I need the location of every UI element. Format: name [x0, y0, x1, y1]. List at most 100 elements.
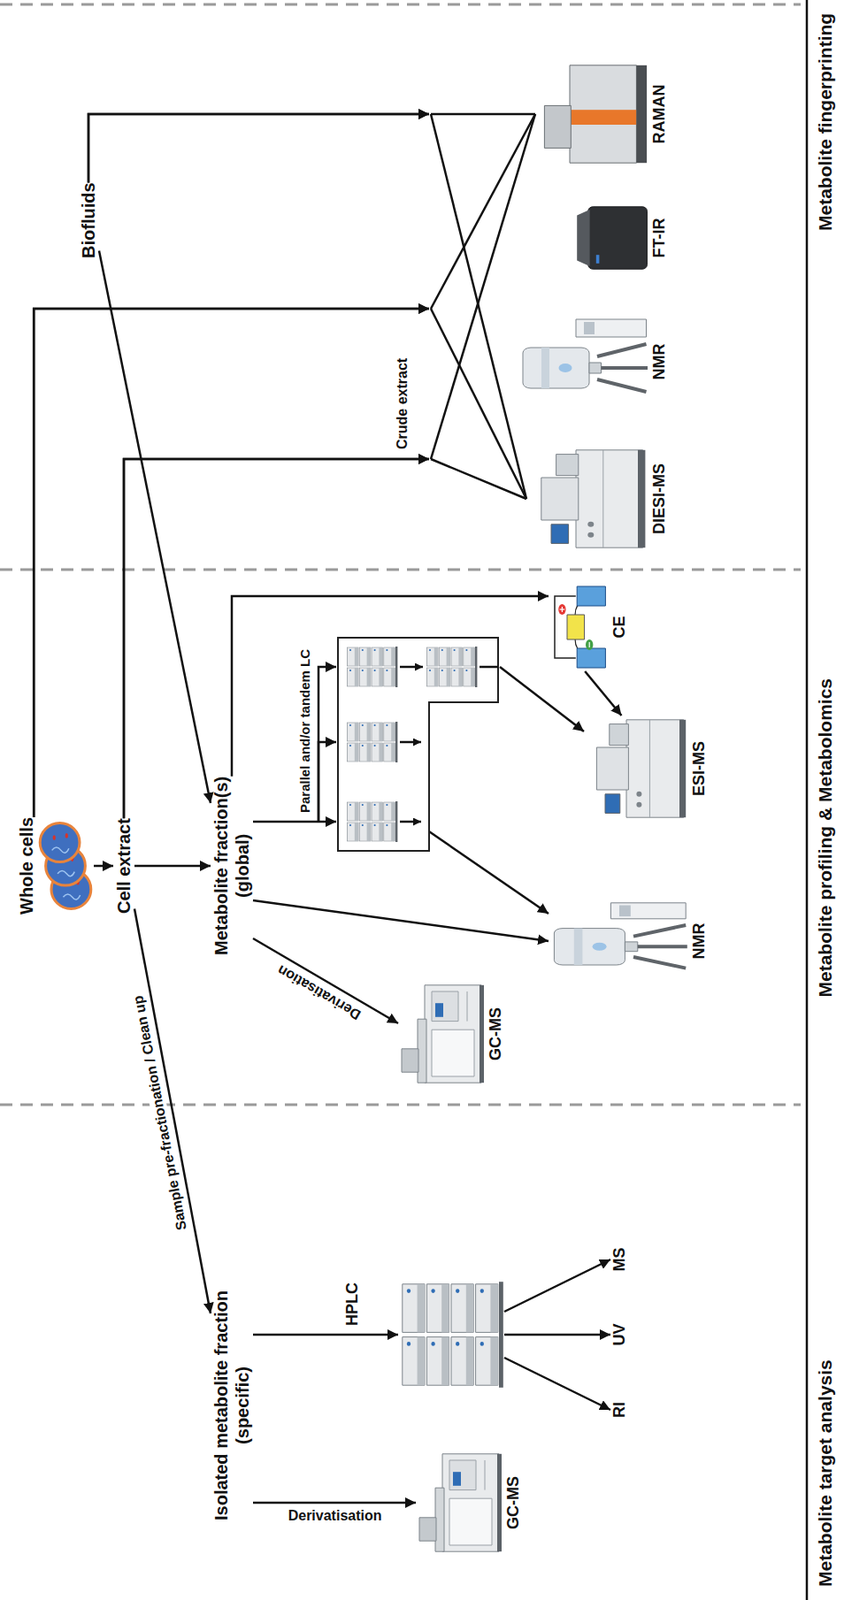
connector-line [430, 114, 536, 309]
hplc-module-front [367, 743, 371, 762]
hplc-indicator [361, 724, 364, 727]
raman-body [569, 65, 637, 163]
baseline-rule [805, 0, 809, 1600]
hplc-module-front [354, 722, 359, 742]
ms-knob [587, 532, 594, 538]
hplc-module [346, 667, 359, 687]
node-text: Parallel and/or tandem LC [297, 649, 314, 814]
raman-head [544, 105, 571, 148]
hplc-module [346, 647, 359, 667]
nmr-stem [589, 362, 602, 374]
hplc-module-front [441, 1284, 449, 1334]
connector [33, 114, 536, 818]
connector-line [253, 820, 337, 824]
nmr-leg [633, 925, 686, 937]
connector-line [253, 938, 399, 1024]
connector [99, 250, 211, 804]
connector-line [504, 1259, 611, 1313]
node-text: NMR [650, 317, 670, 407]
hplc-indicator [385, 824, 388, 827]
hplc-indicator [361, 804, 364, 806]
hplc-module-front [378, 802, 383, 821]
node-text: RI [610, 1402, 630, 1419]
autosampler [419, 1518, 437, 1542]
hplc-indicator [361, 669, 364, 672]
cell-detail [62, 894, 80, 900]
hplc-module-front [354, 822, 359, 842]
ms-body [575, 450, 644, 548]
connector [253, 1335, 399, 1336]
source-box: Biofluids [77, 182, 100, 259]
ms-knob [587, 521, 594, 528]
oven-door [431, 1029, 475, 1077]
connector-line [318, 742, 337, 822]
connector [253, 1503, 416, 1504]
lc-instrument [346, 801, 398, 843]
connector [134, 909, 211, 1314]
nmr-band [574, 928, 584, 966]
connector [584, 671, 622, 716]
hplc-module [383, 647, 396, 667]
hplc-module [383, 722, 396, 742]
hplc-module [463, 667, 476, 687]
hplc-indicator [455, 1342, 460, 1347]
lc-arrow [399, 666, 423, 669]
hplc-module-front [367, 722, 371, 742]
hplc-module [359, 722, 371, 742]
nmr-leg [637, 944, 688, 949]
hplc-indicator [349, 744, 352, 747]
hplc-module-front [434, 647, 438, 667]
connector-line [504, 1358, 611, 1411]
instrument-node: ESI-MS [583, 715, 710, 822]
connector-line [99, 250, 211, 804]
connector-line [430, 114, 527, 499]
hplc-indicator [406, 1289, 411, 1294]
hplc-base [395, 721, 398, 763]
connector-line [88, 114, 430, 184]
hplc-indicator [453, 649, 456, 652]
hplc-module [426, 1284, 449, 1334]
hplc-module [346, 802, 359, 821]
ms-upper-module [596, 747, 629, 791]
hplc-indicator [361, 649, 364, 652]
node-text: Whole cells [15, 817, 38, 915]
hplc-indicator [465, 669, 468, 672]
node-subtext: (specific) [231, 1290, 254, 1521]
node-text: UV [610, 1323, 630, 1346]
hplc-module [371, 743, 384, 762]
instrument-node: GC-MS [415, 1450, 524, 1557]
hplc-module [383, 822, 396, 842]
hplc-base [395, 801, 398, 843]
hplc-module [346, 722, 359, 742]
cell-body [39, 823, 80, 863]
connector [123, 114, 536, 819]
hplc-module-front [434, 667, 438, 687]
lc-instrument [346, 646, 398, 688]
connector-line [253, 1334, 399, 1337]
hplc-indicator [441, 649, 444, 652]
nmr-console [610, 903, 686, 920]
cell-detail [57, 870, 75, 876]
hplc-module [402, 1337, 425, 1387]
gcms-illustration [415, 1450, 505, 1557]
ce-electrode-negative [585, 639, 593, 651]
gcms-illustration [398, 981, 487, 1088]
hplc-indicator [385, 744, 388, 747]
connector-line [33, 308, 430, 818]
ftir-top [576, 209, 590, 267]
display [435, 1003, 444, 1018]
hplc-module-front [354, 802, 359, 821]
hplc-indicator [429, 649, 431, 652]
node-text: Biofluids [77, 182, 100, 259]
hplc-module-front [367, 802, 371, 821]
node-text: MS [610, 1248, 630, 1273]
hplc-module-front [458, 667, 462, 687]
fraction-box: Isolated metabolite fraction(specific) [210, 1290, 254, 1521]
hplc-module-front [417, 1284, 425, 1334]
hplc-indicator [385, 804, 388, 806]
hplc-illustration [398, 1277, 505, 1393]
hplc-module-front [378, 647, 383, 667]
instrument-body [424, 985, 482, 1083]
hplc-module [359, 802, 371, 821]
